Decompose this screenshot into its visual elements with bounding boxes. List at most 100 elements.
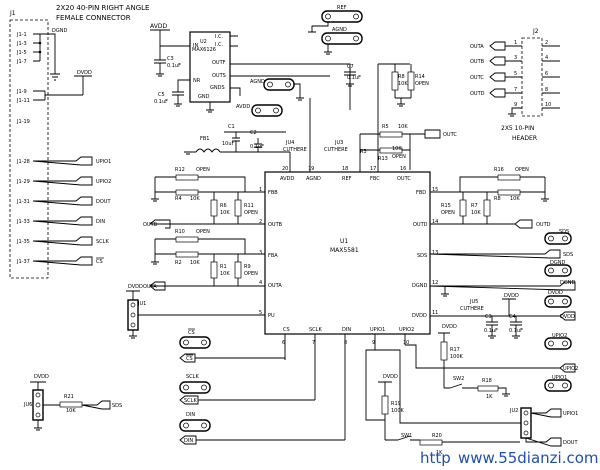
u1-pin-din: DIN	[342, 327, 351, 333]
j1-pin-label: J1-3	[16, 41, 27, 47]
dvdd-right-label: DVDD	[560, 314, 575, 320]
ju1-dvdd-label: DVDD	[128, 284, 143, 290]
r12-value: OPEN	[196, 167, 210, 173]
j2-outline	[521, 37, 543, 117]
j2-pin-right: 4	[545, 55, 548, 61]
upio2-test-point[interactable]	[544, 337, 572, 350]
ferrite-fb1	[188, 148, 290, 153]
u1-pin-fba: FBA	[268, 253, 278, 259]
upio1-right-label: UPIO1	[563, 411, 578, 417]
u2-pin-nr: NR	[193, 78, 201, 84]
r3-ref: R3	[360, 149, 367, 155]
r16-ref: R16	[494, 167, 504, 173]
din-test-point[interactable]	[179, 419, 211, 432]
channel-a-network: R10 OPEN R2 10K R1 10K R9 OPEN OUTA	[143, 229, 265, 291]
r19-dvdd-label: DVDD	[383, 374, 398, 380]
u1-pin-num: 18	[342, 166, 348, 172]
r5-ref: R5	[382, 124, 389, 130]
avdd-label: AVDD	[150, 23, 167, 30]
r4-value: 10K	[190, 196, 200, 202]
u2-ic-pins	[230, 35, 238, 47]
u1-pin-num: 17	[370, 166, 376, 172]
resistor-r12	[175, 174, 199, 181]
r21-ref: R21	[64, 394, 74, 400]
outc-port	[424, 129, 441, 139]
outc-label: OUTC	[443, 132, 457, 138]
j1-title-line2: FEMALE CONNECTOR	[56, 14, 131, 22]
r17-value: 100K	[450, 354, 464, 360]
resistor-r4	[175, 189, 199, 196]
u1-pin-fbd: FBD	[416, 190, 426, 196]
ju2-header[interactable]	[520, 407, 532, 439]
j2-pin-left: 5	[514, 71, 517, 77]
resistor-r9	[234, 261, 242, 279]
r20-ref: R20	[432, 433, 442, 439]
u1-pin-upio1: UPIO1	[370, 327, 385, 333]
r2-value: 10K	[190, 260, 200, 266]
u1-pin-num: 12	[432, 280, 438, 286]
capacitor-c5	[172, 79, 190, 107]
u1-pin-num: 1	[259, 187, 262, 193]
u1-pin-num: 16	[400, 166, 406, 172]
ref-test-point[interactable]	[321, 10, 363, 23]
dvdd-test-label: DVDD	[548, 290, 563, 296]
r8b-value: 10K	[510, 196, 520, 202]
u1-pin-agnd: AGND	[306, 176, 321, 182]
j2-pin-right: 8	[545, 87, 548, 93]
resistor-r14	[407, 71, 415, 91]
channel-b-network: R12 OPEN R4 10K R6 10K R11 OPEN OUTB	[143, 167, 265, 229]
net-din-label: DIN	[96, 219, 105, 225]
ic-u1-dac: U1 MAX5581 20 19 18 17 16 AVDD AGND REF …	[259, 166, 438, 440]
ju6-header[interactable]	[32, 389, 44, 421]
u1-pin-fbc: FBC	[370, 176, 380, 182]
agnd-bridge[interactable]	[263, 78, 295, 91]
power-filter: C1 10uF C2 0.1uF FB1 JU4 CUTHERE	[184, 98, 311, 172]
ju5-ref: JU5	[469, 299, 478, 305]
watermark-text: www.55dianzi.com	[458, 449, 599, 467]
c2-ref: C2	[250, 130, 257, 136]
j2-pin-right: 2	[545, 40, 548, 46]
agnd-test-point[interactable]	[321, 32, 363, 45]
bottom-left-testpoints: CS CS SCLK SCLK DIN DIN	[179, 328, 345, 445]
r6-value: 10K	[220, 210, 230, 216]
r14-value: OPEN	[415, 81, 429, 87]
agnd-to-u1	[289, 98, 311, 172]
ju3-cuthere: CUTHERE	[324, 147, 348, 153]
right-power-section: SDS SDS DGND DGND JU5 CUTHERE DVDD C3 0.…	[429, 229, 575, 339]
r9-ref: R9	[244, 264, 251, 270]
jumpers-top: REF AGND AGND AVDD	[236, 5, 363, 117]
ju1-header[interactable]	[127, 299, 139, 331]
dgnd-test-point[interactable]	[544, 264, 572, 277]
upio2-test-label: UPIO2	[552, 333, 567, 339]
u2-pin-outf: OUTF	[212, 60, 226, 66]
connector-j1: J1 2X20 40-PIN RIGHT ANGLE FEMALE CONNEC…	[9, 4, 149, 279]
j1-title-line1: 2X20 40-PIN RIGHT ANGLE	[56, 4, 149, 12]
upio1-test-point[interactable]	[544, 379, 572, 392]
cs-test-point[interactable]	[179, 336, 211, 349]
capacitor-c7	[344, 64, 356, 87]
resistor-r10	[175, 236, 199, 243]
avdd-bridge[interactable]	[251, 104, 283, 117]
j1-signal-pins: J1-28 UPIO1 J1-29 UPIO2 J1-31 DOUT J1-33…	[16, 156, 111, 266]
resistor-r7	[483, 199, 491, 217]
resistor-r16	[497, 174, 521, 181]
r15-ref: R15	[441, 203, 451, 209]
r1-ref: R1	[220, 264, 227, 270]
cs-wire	[32, 256, 93, 266]
u1-pin-num: 20	[282, 166, 288, 172]
resistor-r6	[210, 199, 218, 217]
j1-pin-label: J1-33	[16, 219, 30, 225]
r13-ref: R13	[378, 156, 388, 162]
dvdd-test-point[interactable]	[544, 295, 572, 308]
c3b-ref: C3	[485, 314, 492, 320]
u1-part: MAX5581	[330, 247, 359, 254]
u1-pin-num: 5	[259, 310, 262, 316]
jumper-ju6: DVDD JU6 R21 10K SDS	[23, 374, 122, 431]
sclk-test-point[interactable]	[179, 381, 211, 394]
cs-bottom-label: CS	[186, 356, 193, 362]
j1-pin-label: J1-19	[16, 119, 30, 125]
upio2-network: DVDD R17 100K UPIO2 UPIO2 SW2 R18 1K	[405, 324, 578, 400]
j1-pin-label: J1-11	[16, 98, 30, 104]
c7-value: 0.1uF	[347, 75, 361, 81]
r11-value: OPEN	[244, 210, 258, 216]
